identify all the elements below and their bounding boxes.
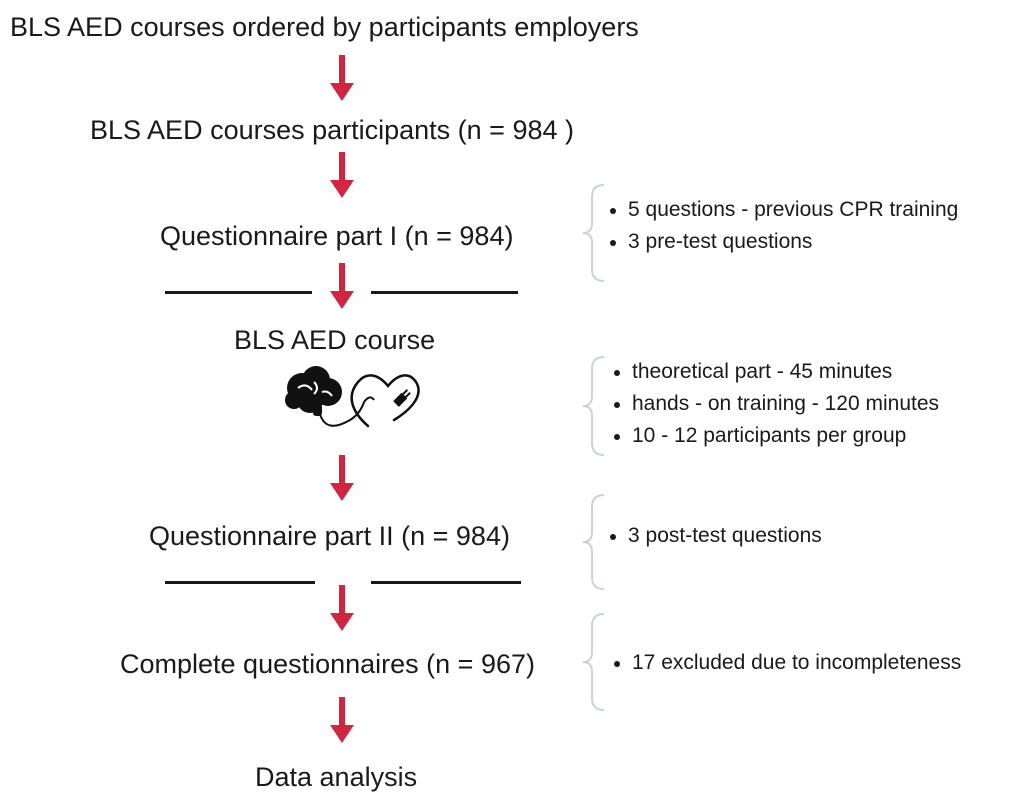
notes-bls-aed-course: theoretical part - 45 minutes hands - on…: [610, 356, 939, 452]
step-data-analysis: Data analysis: [255, 762, 418, 792]
arrow-down-icon: [330, 55, 354, 101]
step-complete-questionnaires: Complete questionnaires (n = 967): [120, 649, 535, 679]
arrow-down-icon: [330, 152, 354, 198]
divider-line: [371, 291, 518, 294]
brain-heart-plug-icon: [285, 366, 420, 428]
note-item: 17 excluded due to incompleteness: [610, 647, 961, 679]
note-item: theoretical part - 45 minutes: [610, 356, 939, 388]
notes-questionnaire-part-2: 3 post-test questions: [606, 520, 822, 552]
note-item: 3 post-test questions: [606, 520, 822, 552]
step-employers-order: BLS AED courses ordered by participants …: [10, 12, 639, 42]
arrow-down-icon: [330, 697, 354, 743]
note-item: hands - on training - 120 minutes: [610, 388, 939, 420]
arrow-down-icon: [330, 263, 354, 309]
note-item: 3 pre-test questions: [606, 226, 958, 258]
note-item: 5 questions - previous CPR training: [606, 194, 958, 226]
divider-line: [165, 581, 315, 584]
notes-complete-questionnaires: 17 excluded due to incompleteness: [610, 647, 961, 679]
step-questionnaire-part-1: Questionnaire part I (n = 984): [160, 221, 514, 251]
step-course-participants: BLS AED courses participants (n = 984 ): [90, 115, 574, 145]
step-bls-aed-course: BLS AED course: [234, 325, 436, 355]
arrow-down-icon: [330, 585, 354, 631]
notes-questionnaire-part-1: 5 questions - previous CPR training 3 pr…: [606, 194, 958, 258]
step-questionnaire-part-2: Questionnaire part II (n = 984): [149, 521, 510, 551]
brace-icon: [582, 184, 605, 282]
note-item: 10 - 12 participants per group: [610, 420, 939, 452]
brace-icon: [582, 494, 605, 590]
brace-icon: [582, 613, 605, 711]
brace-icon: [582, 356, 605, 456]
divider-line: [165, 291, 312, 294]
arrow-down-icon: [330, 455, 354, 501]
divider-line: [371, 581, 521, 584]
